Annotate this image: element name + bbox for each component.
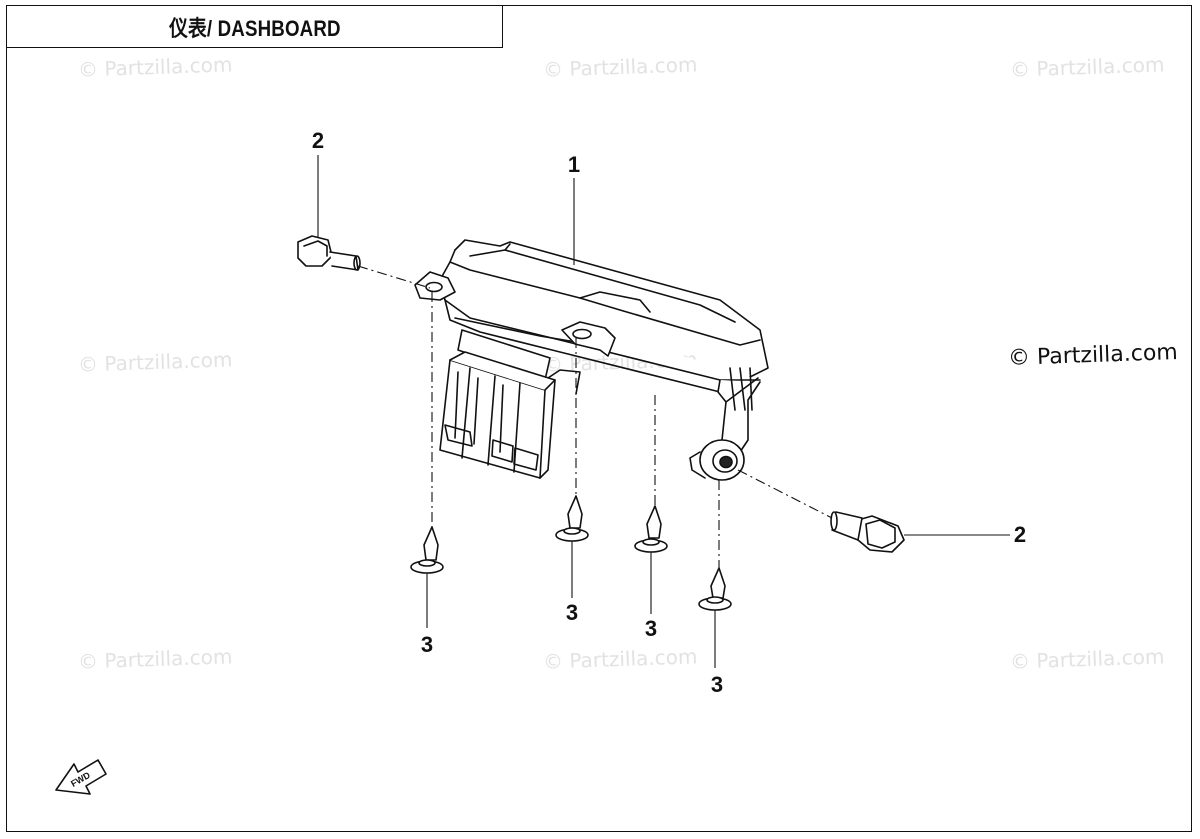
screw-left [410, 526, 444, 574]
callout-2-right: 2 [1014, 522, 1026, 547]
front-direction-arrow-icon: FWD [55, 759, 107, 795]
screw-right [698, 567, 732, 611]
title-box: 仪表/ DASHBOARD [6, 5, 503, 48]
screw-mid-left [555, 495, 589, 542]
callout-3-left: 3 [421, 632, 433, 657]
bolt-right [830, 511, 905, 553]
callout-1: 1 [568, 152, 580, 177]
dashboard-assembly [414, 239, 769, 481]
bolt-top-left [297, 235, 361, 271]
leader-lines [317, 155, 1010, 668]
callout-3-mid-right: 3 [645, 616, 657, 641]
page-title: 仪表/ DASHBOARD [168, 15, 341, 41]
screw-mid-right [634, 505, 668, 553]
callout-3-right: 3 [711, 672, 723, 697]
drawing-frame [6, 5, 1192, 832]
callout-3-mid-left: 3 [566, 600, 578, 625]
callout-2-top: 2 [312, 128, 324, 153]
assembly-lines [357, 265, 833, 568]
